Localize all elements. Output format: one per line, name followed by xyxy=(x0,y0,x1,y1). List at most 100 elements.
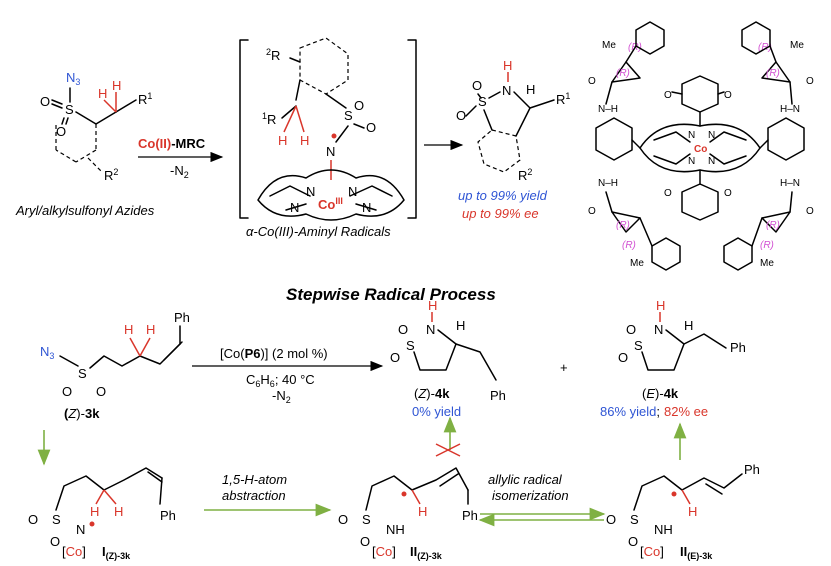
reactant-aryl-sulfonyl-azide: N3 S O O H H R1 R2 Aryl/alkylsulfonyl Az… xyxy=(15,70,155,218)
intermediate-label: II(E)-3k xyxy=(680,544,713,561)
oxygen-atom: O xyxy=(360,534,370,549)
catalyst-label: Co(II)-MRC xyxy=(138,136,206,151)
catalyst-arrow: Co(II)-MRC -N2 xyxy=(138,136,224,180)
oxygen-atom: O xyxy=(96,384,106,399)
radical-dot xyxy=(401,491,407,497)
solvent-temperature: C6H6; 40 °C xyxy=(246,372,315,389)
sulfur-atom: S xyxy=(630,512,639,527)
oxygen-atom: O xyxy=(50,534,60,549)
hat-step-label: abstraction xyxy=(222,488,286,503)
intermediate-i-z-3k: Ph H H S O O N [Co] I(Z)-3k xyxy=(28,467,176,561)
nitrogen-atom: N xyxy=(306,184,315,199)
cobalt-porphyrin-catalyst: N N N N Co O O O O N–H H–N N–H H–N O O xyxy=(588,21,814,271)
cobalt-bracket: [Co] xyxy=(640,544,664,559)
cobalt-center: CoIII xyxy=(318,196,343,212)
azide-label: N3 xyxy=(66,70,80,87)
phenyl-group: Ph xyxy=(174,310,190,325)
radical-dot xyxy=(671,491,677,497)
compound-label-z-4k: (Z)-4k xyxy=(414,386,450,401)
nitrogen-atom: N xyxy=(502,83,511,98)
isomerization-label: isomerization xyxy=(492,488,569,503)
intermediate-caption: α-Co(III)-Aminyl Radicals xyxy=(246,224,391,239)
intermediate-ii-e-3k: Ph H S O O NH [Co] II(E)-3k xyxy=(606,462,760,561)
h-atom: H xyxy=(90,504,99,519)
product-z-4k: S O O N H H Ph (Z)-4k 0% yield xyxy=(390,298,506,419)
oxygen-atom: O xyxy=(338,512,348,527)
r2-substituent: R2 xyxy=(104,167,118,183)
r1-substituent: R1 xyxy=(138,91,152,107)
sulfur-atom: S xyxy=(65,102,74,117)
n2-loss-label: -N2 xyxy=(272,388,291,405)
aminyl-radical-intermediate: 2R 1R H H S O O N N N N N CoIII α-Co(III… xyxy=(239,37,417,239)
stereo-descriptor: (R) xyxy=(622,240,636,251)
plus-sign: + xyxy=(560,360,568,375)
sulfur-atom: S xyxy=(634,338,643,353)
e-product-yield-ee: 86% yield;82% ee xyxy=(600,404,708,419)
h-atom: H xyxy=(124,322,133,337)
methoxy-oxygen: O xyxy=(664,188,672,199)
h-atom: H xyxy=(112,78,121,93)
oxygen-atom: O xyxy=(456,108,466,123)
oxygen-atom: O xyxy=(628,534,638,549)
phenyl-group: Ph xyxy=(160,508,176,523)
h-atom: H xyxy=(418,504,427,519)
oxygen-atom: O xyxy=(40,94,50,109)
oxygen-atom: O xyxy=(588,206,596,217)
sulfur-atom: S xyxy=(52,512,61,527)
oxygen-atom: O xyxy=(618,350,628,365)
intermediate-label: I(Z)-3k xyxy=(102,544,131,561)
isomerization-label: allylic radical xyxy=(488,472,563,487)
oxygen-atom: O xyxy=(588,76,596,87)
nitrogen-atom: N xyxy=(362,200,371,215)
oxygen-atom: O xyxy=(806,206,814,217)
oxygen-atom: O xyxy=(56,124,66,139)
r2-substituent: 2R xyxy=(266,47,280,63)
substrate-z-3k: N3 S O O H H Ph (Z)-3k xyxy=(40,310,190,421)
stereo-descriptor: (R) xyxy=(616,68,630,79)
methyl-group: Me xyxy=(602,40,616,51)
oxygen-atom: O xyxy=(472,78,482,93)
h-atom: H xyxy=(526,82,535,97)
ee-summary: up to 99% ee xyxy=(462,206,539,221)
nitrogen-atom: N xyxy=(326,144,335,159)
oxygen-atom: O xyxy=(354,98,364,113)
nitrogen-atom: N xyxy=(654,322,663,337)
stereo-descriptor: (R) xyxy=(616,220,630,231)
hat-step-label: 1,5-H-atom xyxy=(222,472,287,487)
z-product-yield: 0% yield xyxy=(412,404,461,419)
intermediate-ii-z-3k: Ph H S O O NH [Co] II(Z)-3k xyxy=(338,467,478,561)
phenyl-group: Ph xyxy=(490,388,506,403)
nitrogen-atom: N xyxy=(290,200,299,215)
amide-nh: N–H xyxy=(598,178,618,189)
product-e-4k: S O O N H H Ph (E)-4k 86% yield;82% ee xyxy=(600,298,746,419)
azide-label: N3 xyxy=(40,344,54,361)
blocked-pathway-mark xyxy=(435,443,461,457)
n2-loss-label: -N2 xyxy=(170,163,189,180)
h-atom: H xyxy=(456,318,465,333)
oxygen-atom: O xyxy=(398,322,408,337)
h-atom: H xyxy=(688,504,697,519)
nitrogen-atom: N xyxy=(76,522,85,537)
h-atom: H xyxy=(503,58,512,73)
r1-substituent: R1 xyxy=(556,91,570,107)
stereo-descriptor: (R) xyxy=(766,68,780,79)
r2-substituent: R2 xyxy=(518,167,532,183)
sulfur-atom: S xyxy=(362,512,371,527)
nitrogen-atom: N xyxy=(708,130,715,141)
phenyl-group: Ph xyxy=(744,462,760,477)
reactant-caption: Aryl/alkylsulfonyl Azides xyxy=(15,203,155,218)
nitrogen-atom: N xyxy=(348,184,357,199)
product-sultam: S O O N H H R1 R2 up to 99% yield up to … xyxy=(456,58,570,221)
nitrogen-h: NH xyxy=(386,522,405,537)
catalyst-conditions: [Co(P6)] (2 mol %) xyxy=(220,346,328,361)
nitrogen-atom: N xyxy=(426,322,435,337)
h-atom: H xyxy=(684,318,693,333)
oxygen-atom: O xyxy=(806,76,814,87)
cobalt-bracket: [Co] xyxy=(62,544,86,559)
yield-summary: up to 99% yield xyxy=(458,188,548,203)
amide-nh: N–H xyxy=(598,104,618,115)
nitrogen-h: NH xyxy=(654,522,673,537)
section-title: Stepwise Radical Process xyxy=(286,285,496,304)
compound-label-z-3k: (Z)-3k xyxy=(64,406,100,421)
h-atom: H xyxy=(656,298,665,313)
